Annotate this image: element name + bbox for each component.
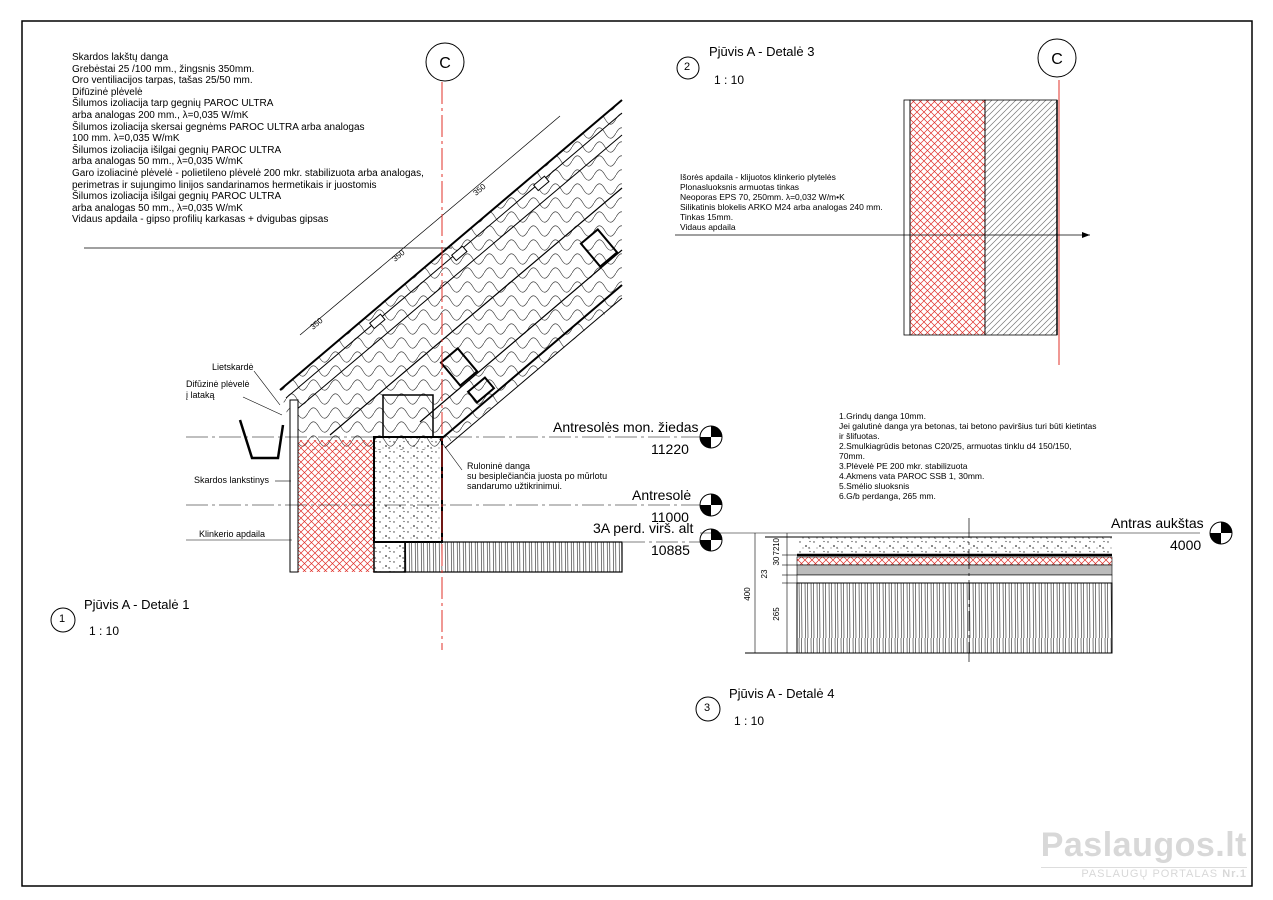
note-line: Vidaus apdaila xyxy=(680,222,736,232)
note-line: Išorės apdaila - klijuotos klinkerio ply… xyxy=(680,172,836,182)
watermark-badge: Nr.1 xyxy=(1222,868,1247,880)
note-line: Tinkas 15mm. xyxy=(680,212,734,222)
grid-axis-c-1 xyxy=(425,42,465,82)
callout-difuzine-2: į lataką xyxy=(186,390,215,400)
callout-skardos: Skardos lankstinys xyxy=(194,475,270,485)
note-line: 100 mm. λ=0,035 W/mK xyxy=(72,133,180,145)
detail4-number: 3 xyxy=(704,702,711,714)
detail1-scale: 1 : 10 xyxy=(89,624,120,638)
dim-30: 30 xyxy=(772,556,781,565)
dim-72: 72 xyxy=(772,546,781,555)
callout-ruloninė-1: Ruloninė danga xyxy=(467,461,531,471)
detail4-drawing: 10 72 30 23 265 400 xyxy=(695,518,1233,722)
grid-axis-c-2 xyxy=(1037,38,1077,78)
note-line: Šilumos izoliacija išilgai gegnių PAROC … xyxy=(72,191,282,203)
wall-masonry xyxy=(373,436,443,543)
note-line: Skardos lakštų danga xyxy=(72,52,169,63)
detail1-number-circle xyxy=(50,607,76,633)
detail1-drawing: 350 350 350 C xyxy=(50,42,723,650)
note-line: arba analogas 50 mm., λ=0,035 W/mK xyxy=(72,202,243,214)
detail3-title: Pjūvis A - Detalė 3 xyxy=(709,44,815,59)
note-line: 5.Smėlio sluoksnis xyxy=(839,481,910,491)
watermark: Paslaugos.lt PASLAUGŲ PORTALAS Nr.1 xyxy=(1040,826,1247,880)
note-line: Neoporas EPS 70, 250mm. λ=0,032 W/m•K xyxy=(680,192,845,202)
watermark-brand: Paslaugos.lt xyxy=(1040,826,1247,864)
note-line: Jei galutinė danga yra betonas, tai beto… xyxy=(839,421,1097,431)
gutter xyxy=(238,419,285,460)
note-line: Šilumos izoliacija išilgai gegnių PAROC … xyxy=(72,144,282,156)
svg-text:C: C xyxy=(1051,51,1063,68)
level-name-1: Antresolės mon. žiedas xyxy=(553,419,699,435)
detail4-notes: 1.Grindų danga 10mm. Jei galutinė danga … xyxy=(839,411,1097,501)
dim-23: 23 xyxy=(760,569,769,578)
note-line: Silikatinis blokelis ARKO M24 arba analo… xyxy=(680,202,883,212)
callout-klinkerio: Klinkerio apdaila xyxy=(199,529,266,539)
detail1-title: Pjūvis A - Detalė 1 xyxy=(84,597,190,612)
note-line: 70mm. xyxy=(839,451,865,461)
note-line: arba analogas 50 mm., λ=0,035 W/mK xyxy=(72,156,243,168)
note-line: ir šlifuotas. xyxy=(839,431,880,441)
note-line: 4.Akmens vata PAROC SSB 1, 30mm. xyxy=(839,471,985,481)
dim-265: 265 xyxy=(772,607,781,621)
callout-difuzine-1: Difūzinė plėvelė xyxy=(186,379,250,389)
detail4-scale: 1 : 10 xyxy=(734,714,765,728)
detail3-number: 2 xyxy=(684,61,691,73)
note-line: Garo izoliacinė plėvelė - polietileno pl… xyxy=(72,167,424,179)
watermark-tagline: PASLAUGŲ PORTALAS Nr.1 xyxy=(1040,867,1247,880)
detail4-title: Pjūvis A - Detalė 4 xyxy=(729,686,835,701)
wall-insulation-red xyxy=(298,440,374,572)
level-value-3: 10885 xyxy=(651,542,690,558)
level-marker-1 xyxy=(699,425,723,449)
note-line: Oro ventiliacijos tarpas, tašas 25/50 mm… xyxy=(72,75,253,87)
detail3-drawing: C xyxy=(675,38,1090,365)
dim-350-c: 350 xyxy=(472,182,488,198)
note-line: Šilumos izoliacija skersai gegnėms PAROC… xyxy=(72,121,365,133)
level-value-4: 4000 xyxy=(1170,537,1202,553)
dim-400: 400 xyxy=(743,587,752,601)
level-marker-3 xyxy=(699,528,723,552)
detail3-scale: 1 : 10 xyxy=(714,73,745,87)
callout-ruloninė-3: sandarumo užtikrinimui. xyxy=(467,481,563,491)
note-line: 3.Plėvelė PE 200 mkr. stabilizuota xyxy=(839,461,968,471)
roof-layers xyxy=(279,99,623,450)
note-line: perimetras ir sujungimo linijos sandarin… xyxy=(72,179,377,191)
note-line: Difūzinė plėvelė xyxy=(72,86,143,98)
note-line: Šilumos izoliacija tarp gegnių PAROC ULT… xyxy=(72,98,274,110)
note-line: Grebėstai 25 /100 mm., žingsnis 350mm. xyxy=(72,63,255,75)
detail3-notes: Išorės apdaila - klijuotos klinkerio ply… xyxy=(680,172,883,232)
detail1-number: 1 xyxy=(59,613,66,625)
note-line: arba analogas 200 mm., λ=0,035 W/mK xyxy=(72,109,249,121)
level-name-2: Antresolė xyxy=(632,487,692,503)
callout-lietskarde: Lietskardė xyxy=(212,362,254,372)
level-marker-2 xyxy=(699,493,723,517)
level-value-2: 11000 xyxy=(651,509,689,525)
watermark-tagline-text: PASLAUGŲ PORTALAS xyxy=(1081,868,1219,880)
level-value-1: 11220 xyxy=(651,441,689,457)
floor-slab xyxy=(404,541,623,573)
note-line: 1.Grindų danga 10mm. xyxy=(839,411,926,421)
dim-10: 10 xyxy=(772,537,781,546)
dim-350-a: 350 xyxy=(309,316,325,332)
note-line: Plonasluoksnis armuotas tinkas xyxy=(680,182,800,192)
sheet-border xyxy=(21,20,1253,887)
level-name-4: Antras aukštas xyxy=(1111,515,1204,531)
svg-text:C: C xyxy=(439,55,451,72)
detail1-notes: Skardos lakštų danga Grebėstai 25 /100 m… xyxy=(72,52,424,226)
note-line: Vidaus apdaila - gipso profilių karkasas… xyxy=(72,214,329,226)
note-line: 2.Smulkiagrūdis betonas C20/25, armuotas… xyxy=(839,441,1072,451)
detail4-number-circle xyxy=(695,696,721,722)
callout-ruloninė-2: su besiplečiančia juosta po mūrlotu xyxy=(467,471,608,481)
note-line: 6.G/b perdanga, 265 mm. xyxy=(839,491,936,501)
level-marker-4 xyxy=(1209,521,1233,545)
dim-350-b: 350 xyxy=(391,248,407,264)
detail3-number-circle xyxy=(676,56,700,80)
level-name-3: 3A perd. virš. alt xyxy=(593,520,694,536)
